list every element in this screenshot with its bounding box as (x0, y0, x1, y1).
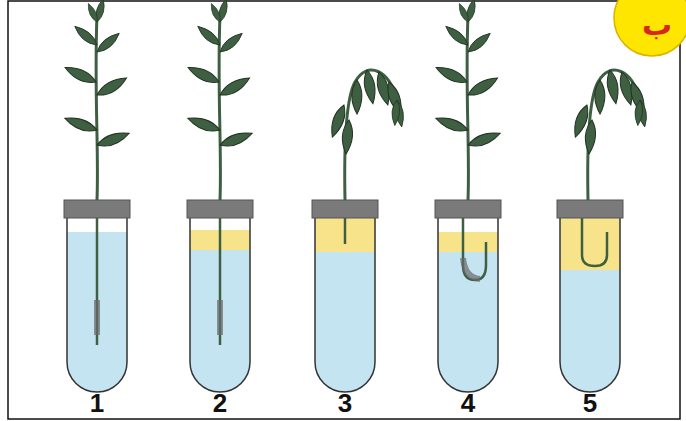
callout-number: 2 (213, 388, 227, 419)
panel-letter: ب (642, 7, 672, 42)
callout-number: 3 (338, 388, 352, 419)
callout-number: 5 (583, 388, 597, 419)
callout-number: 1 (90, 388, 104, 419)
callout-number: 4 (461, 388, 475, 419)
